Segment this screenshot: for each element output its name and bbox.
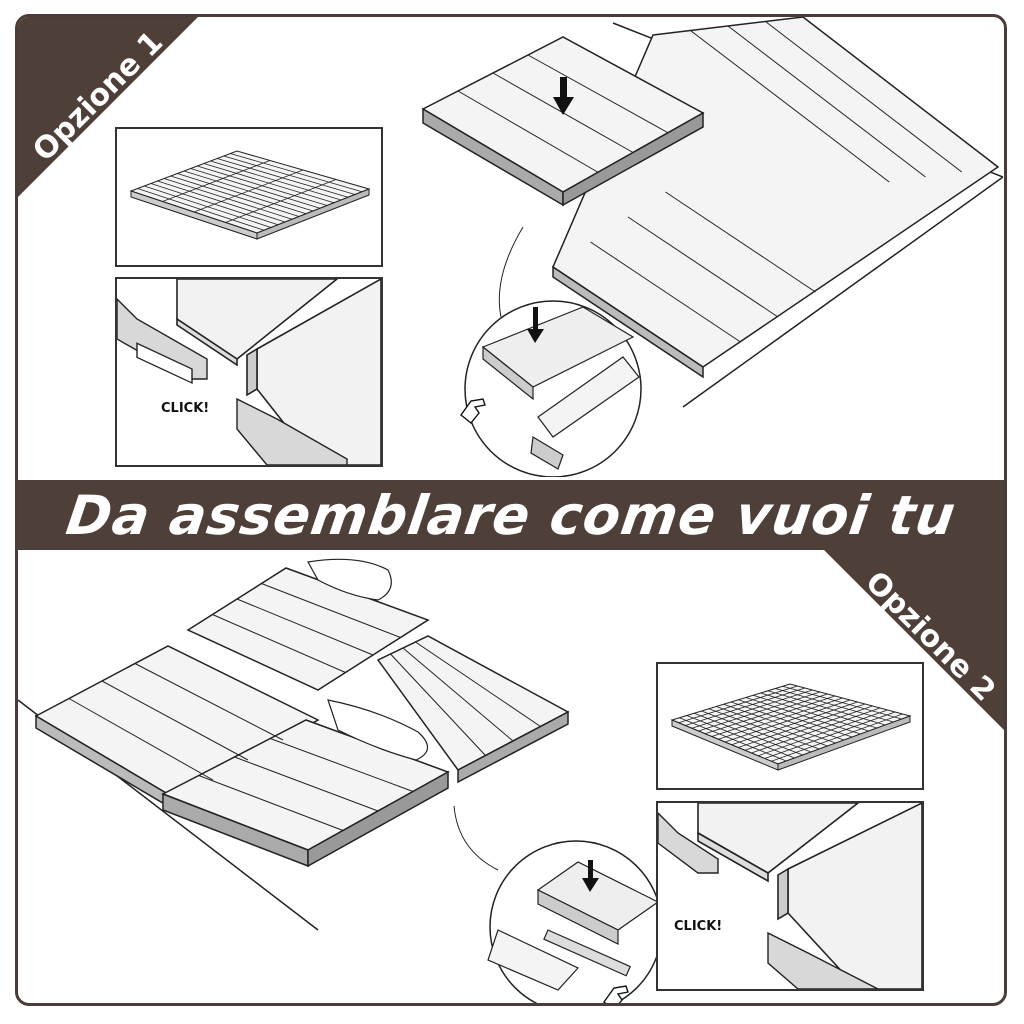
parallel-tiles-illustration: [129, 150, 371, 240]
option2-main-illustration: [18, 558, 658, 1003]
option1-click-text: CLICK!: [161, 401, 210, 416]
illustration-frame: Opzione 1 CLICK!: [15, 14, 1007, 1006]
hand-pointer-icon: [460, 398, 486, 424]
option1-overview-box: [115, 127, 383, 267]
hand-pointer-icon: [603, 985, 629, 1003]
option2-click-detail-box: CLICK!: [656, 801, 924, 991]
click-joint-illustration: [117, 279, 381, 465]
title-banner: Da assemblare come vuoi tu: [18, 480, 1004, 550]
option1-click-detail-box: CLICK!: [115, 277, 383, 467]
down-arrow-icon: [582, 860, 599, 892]
checker-tiles-illustration: [670, 683, 912, 771]
hand-press-icon: [307, 558, 429, 761]
banner-title: Da assemblare come vuoi tu: [62, 483, 960, 547]
down-arrow-icon: [527, 307, 544, 343]
down-arrow-icon: [553, 77, 574, 115]
option2-click-text: CLICK!: [674, 919, 723, 934]
option2-overview-box: [656, 662, 924, 790]
click-joint-illustration: [658, 803, 922, 989]
option1-main-illustration: [421, 17, 1003, 477]
